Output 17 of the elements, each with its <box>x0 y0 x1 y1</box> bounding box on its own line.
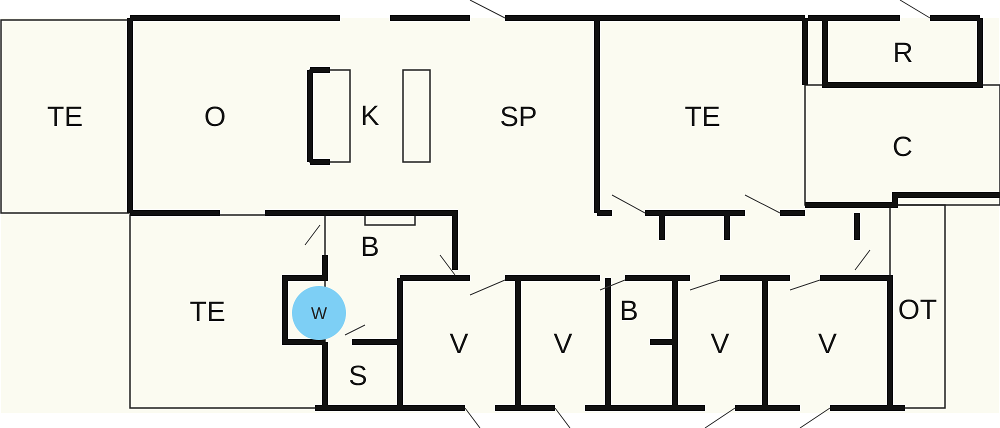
room-label: TE <box>190 298 226 326</box>
room-label: TE <box>47 102 83 130</box>
room-label: V <box>710 330 730 358</box>
room-label: O <box>204 102 226 130</box>
room-label: V <box>818 330 837 358</box>
room-label: R <box>892 38 914 66</box>
room-label: K <box>360 102 380 130</box>
room-label: S <box>348 362 368 390</box>
room-label: V <box>450 330 468 358</box>
room-label: V <box>554 330 572 358</box>
room-label: B <box>360 233 380 261</box>
room-label: W <box>310 304 328 322</box>
room-label: TE <box>684 102 720 130</box>
room-label: C <box>892 132 913 160</box>
room-label: OT <box>898 296 937 324</box>
room-label: B <box>620 297 638 325</box>
room-label: SP <box>500 102 538 130</box>
